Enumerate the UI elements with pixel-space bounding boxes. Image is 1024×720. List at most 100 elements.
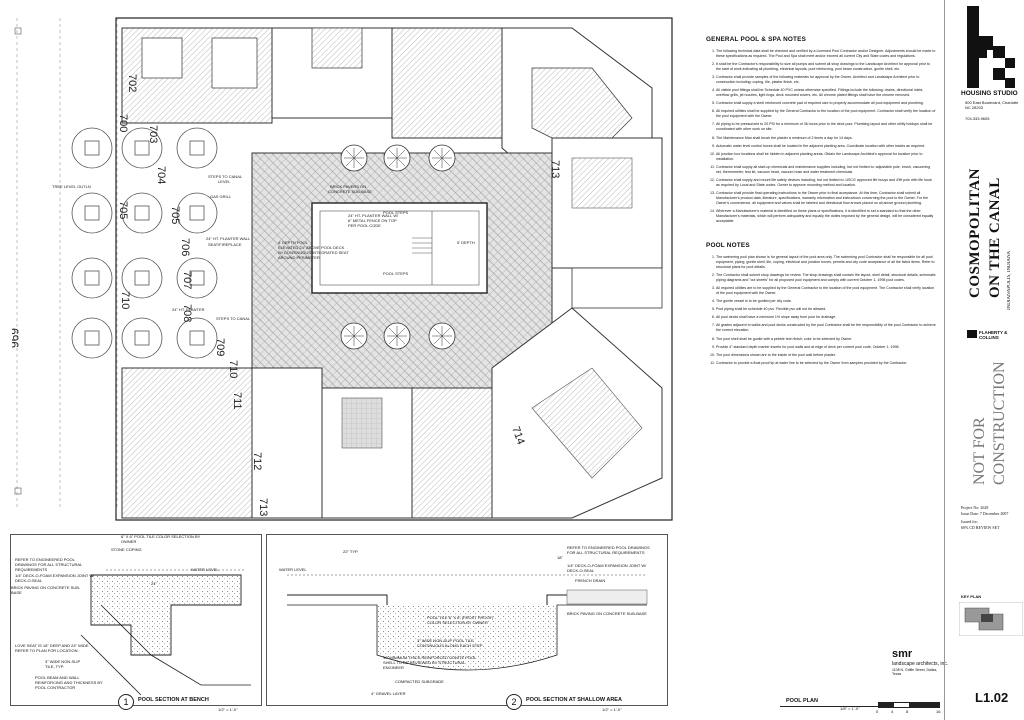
section-number-1: 1 <box>118 694 134 710</box>
landscape-firm-logo: smr <box>892 648 913 660</box>
svg-text:4' DEPTH POOL: 4' DEPTH POOL <box>278 240 309 245</box>
note-item: Wherever a Manufacturer's material is id… <box>716 209 936 224</box>
section-label: POOL BEAM AND WALL REINFORCING AND THICK… <box>35 675 103 690</box>
room-label: 706 <box>179 238 191 256</box>
room-label: 713 <box>549 160 561 178</box>
svg-text:24" HT. PLANTER: 24" HT. PLANTER <box>172 307 205 312</box>
scale-mark: 16 <box>936 709 941 714</box>
section-label: 6" X 6" POOL TILE COLOR SELECTION BY OWN… <box>121 534 201 544</box>
section-label: WATER LEVEL <box>191 567 219 572</box>
issued-set: 60% CD REVIEW SET <box>961 525 1000 530</box>
room-label: 712 <box>251 452 263 470</box>
pool-plan-svg: 702 700 703 704 705 705 706 707 708 709 … <box>7 17 673 521</box>
note-item: All grades adjacent to walks and pool de… <box>716 323 936 333</box>
note-item: The pool dimensions shown are to the ins… <box>716 353 936 358</box>
section-label: WATER LEVEL <box>279 567 307 572</box>
note-item: All pool decks shall have a minimum 1% s… <box>716 315 936 320</box>
note-item: The swimming pool plan shown is for gene… <box>716 255 936 270</box>
svg-text:LEVEL: LEVEL <box>218 179 231 184</box>
svg-text:5' DEPTH: 5' DEPTH <box>457 240 475 245</box>
room-label: 714 <box>509 425 527 446</box>
note-item: All junction box locations shall be hidd… <box>716 152 936 162</box>
note-item: All piping to be pressurized to 20 PSI f… <box>716 122 936 132</box>
project-number: Project No: 2628 <box>961 505 989 510</box>
section-detail-shallow: 22" TYP. WATER LEVEL POOL TILE 6" X 6" (… <box>266 534 668 706</box>
project-location: INDIANAPOLIS, INDIANA <box>1007 250 1012 310</box>
note-item: All required utilities are to be supplie… <box>716 286 936 296</box>
svg-text:STEPS TO CANAL: STEPS TO CANAL <box>208 174 243 179</box>
section-label: 3" WIDE NON-SLIP TILE, TYP. <box>45 659 81 669</box>
svg-text:AROUND PERIMETER: AROUND PERIMETER <box>278 255 320 260</box>
svg-text:PER POOL CODE: PER POOL CODE <box>348 223 381 228</box>
note-item: Pool piping shall be schedule 40 pvc. Fl… <box>716 307 936 312</box>
section-label: 10' MINIMUM THICK REINFORCED GUNITE POOL… <box>383 655 477 670</box>
issue-date: Issue Date: 7 December 2007 <box>961 511 1009 516</box>
note-item: All required utilities shall be supplied… <box>716 109 936 119</box>
partner-name: FLAHERTY & COLLINS <box>979 330 1008 340</box>
scale-bar <box>878 702 940 708</box>
note-item: Contractor shall provide final operating… <box>716 191 936 206</box>
room-label: 709 <box>214 338 226 356</box>
svg-text:POOL STEPS: POOL STEPS <box>383 271 409 276</box>
svg-text:W/ CONTINUOUS INTEGRATED SEAT: W/ CONTINUOUS INTEGRATED SEAT <box>278 250 349 255</box>
scale-mark: 4 <box>891 709 894 714</box>
section-label: LOVE SEAT IS 18" DEEP AND 24" WIDE. REFE… <box>15 643 90 653</box>
issued-for: Issued for: <box>961 519 978 524</box>
plan-title: POOL PLAN <box>786 698 818 704</box>
svg-text:6" METAL FENCE ON TOP: 6" METAL FENCE ON TOP <box>348 218 397 223</box>
title-block: HOUSING STUDIO 500 East Boulevard, Charl… <box>944 0 1024 720</box>
room-label: 710 <box>119 291 131 309</box>
firm-name: HOUSING STUDIO <box>961 90 1018 97</box>
project-title-line2: ON THE CANAL <box>987 177 1003 298</box>
sheet-number: L1.02 <box>975 690 1009 705</box>
section-label: 3" WIDE NON-SLIP POOL TILE CONTINUOUS AL… <box>417 638 483 648</box>
room-label: 704 <box>155 166 167 184</box>
svg-text:CONCRETE SUB-BASE: CONCRETE SUB-BASE <box>328 189 372 194</box>
svg-text:SEAT/FIREPLACE: SEAT/FIREPLACE <box>208 242 242 247</box>
project-title-line1: COSMOPOLITAN <box>967 168 983 298</box>
note-item: Contractor shall supply and mount life s… <box>716 178 936 188</box>
section-label: 18" <box>557 555 563 560</box>
firm-address: 500 East Boulevard, Charlotte NC 28203 <box>965 100 1019 111</box>
note-item: The following technical data shall be ch… <box>716 49 936 59</box>
note-item: The Maintenance Man shall brush the plas… <box>716 136 936 141</box>
stamp-line1: NOT FOR <box>971 417 988 485</box>
note-item: Contractor shall supply a steel reinforc… <box>716 101 936 106</box>
room-label: 705 <box>169 206 181 224</box>
section-label: FRENCH DRAIN <box>575 578 606 583</box>
svg-text:24" HT. PLANTER WALL W/: 24" HT. PLANTER WALL W/ <box>348 213 399 218</box>
section-label: 24" <box>151 581 157 586</box>
note-item: Contractor shall supply all start-up che… <box>716 165 936 175</box>
general-notes-list: The following technical data shall be ch… <box>706 49 936 224</box>
note-item: All visible pool fittings shall be Sched… <box>716 88 936 98</box>
room-label: 711 <box>231 392 243 410</box>
section-label: 22" TYP. <box>343 549 359 554</box>
pool-notes-title: POOL NOTES <box>706 242 750 249</box>
section-scale-2: 1/2" = 1'-0" <box>602 707 622 712</box>
svg-text:POOL STEPS: POOL STEPS <box>383 210 409 215</box>
landscape-firm-address: 1108 N. Griffin Street, Dallas, Texas <box>892 668 938 676</box>
section-label: COMPACTED SUBGRADE <box>395 679 444 684</box>
room-label: 696 <box>12 328 21 348</box>
key-plan-label: KEY PLAN <box>961 594 982 599</box>
scale-mark: 0 <box>876 709 879 714</box>
note-item: It shall be the Contractor's responsibil… <box>716 62 936 72</box>
pool-notes-list: The swimming pool plan shown is for gene… <box>706 255 936 366</box>
note-item: The gunite vessel is to be gunited per c… <box>716 299 936 304</box>
tree-grid <box>71 127 218 359</box>
section-detail-bench: 6" X 6" POOL TILE COLOR SELECTION BY OWN… <box>10 534 262 706</box>
section-scale-1: 1/2" = 1'-0" <box>218 707 238 712</box>
section-label: REFER TO ENGINEERED POOL DRAWINGS FOR AL… <box>567 545 650 555</box>
svg-text:GAS GRILL: GAS GRILL <box>210 194 232 199</box>
title-divider <box>780 706 940 707</box>
svg-text:24" HT. PLANTER WALL: 24" HT. PLANTER WALL <box>206 236 251 241</box>
scale-mark: 8 <box>906 709 909 714</box>
section-label: BRICK PAVING ON CONCRETE SUB-BASE <box>567 611 647 616</box>
room-label: 707 <box>181 271 193 289</box>
room-label: 700 <box>117 114 129 132</box>
section-label: BRICK PAVING ON CONCRETE SUB-BASE <box>11 585 81 595</box>
note-item: Contractor shall provide samples of the … <box>716 75 936 85</box>
svg-text:BRICK PAVERS ON: BRICK PAVERS ON <box>330 184 366 189</box>
note-item: The pool shell shall be gunite with a pe… <box>716 337 936 342</box>
landscape-firm-name: landscape architects, inc. <box>892 661 949 667</box>
